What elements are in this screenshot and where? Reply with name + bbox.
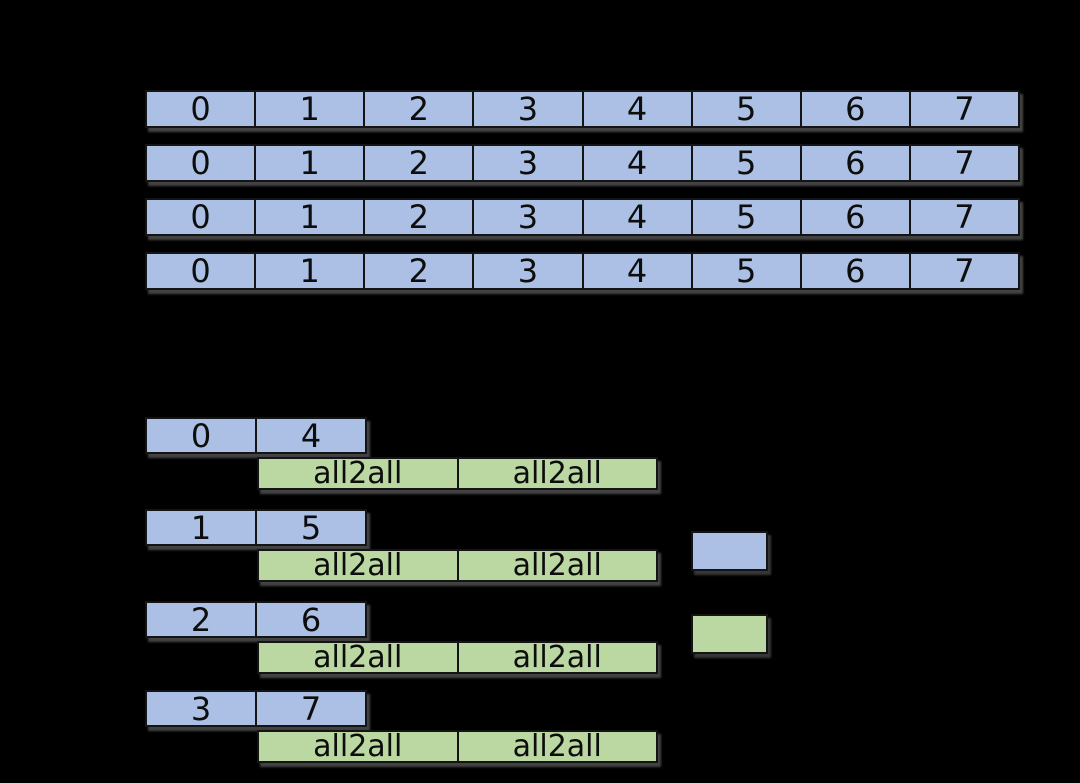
pair-cell-0: 0 <box>147 419 257 452</box>
all2all-segment-1: all2all <box>458 550 656 580</box>
all2all-segment-1: all2all <box>458 642 656 672</box>
rank-cell-6: 6 <box>801 200 911 234</box>
all2all-segment-0: all2all <box>259 550 459 580</box>
rank-cell-1: 1 <box>256 92 366 126</box>
rank-cell-7: 7 <box>910 92 1018 126</box>
rank-cell-2: 2 <box>365 92 475 126</box>
rank-cell-0: 0 <box>147 200 257 234</box>
rank-cell-3: 3 <box>474 146 584 180</box>
pair-cell-1: 4 <box>257 419 365 452</box>
rank-cell-1: 1 <box>256 200 366 234</box>
rank-cell-2: 2 <box>365 254 475 288</box>
pair-cell-1: 6 <box>257 603 365 636</box>
all2all-segment-0: all2all <box>259 642 459 672</box>
rank-cell-4: 4 <box>583 92 693 126</box>
rank-cell-6: 6 <box>801 146 911 180</box>
rank-cell-7: 7 <box>910 254 1018 288</box>
pair-cell-1: 7 <box>257 692 365 725</box>
all2all-segment-1: all2all <box>458 731 656 761</box>
rank-cell-5: 5 <box>692 200 802 234</box>
pair-cell-0: 3 <box>147 692 257 725</box>
all2all-segment-0: all2all <box>259 458 459 488</box>
rank-cell-1: 1 <box>256 254 366 288</box>
rank-cell-6: 6 <box>801 254 911 288</box>
rank-cell-2: 2 <box>365 146 475 180</box>
rank-cell-4: 4 <box>583 254 693 288</box>
rank-cell-1: 1 <box>256 146 366 180</box>
rank-cell-7: 7 <box>910 146 1018 180</box>
rank-cell-2: 2 <box>365 200 475 234</box>
pair-cell-0: 1 <box>147 511 257 544</box>
rank-cell-4: 4 <box>583 200 693 234</box>
rank-cell-3: 3 <box>474 92 584 126</box>
rank-cell-4: 4 <box>583 146 693 180</box>
all2all-segment-1: all2all <box>458 458 656 488</box>
rank-cell-5: 5 <box>692 146 802 180</box>
rank-cell-3: 3 <box>474 254 584 288</box>
legend-green-swatch <box>691 614 768 654</box>
all2all-segment-0: all2all <box>259 731 459 761</box>
rank-cell-3: 3 <box>474 200 584 234</box>
rank-cell-7: 7 <box>910 200 1018 234</box>
rank-cell-6: 6 <box>801 92 911 126</box>
pair-cell-1: 5 <box>257 511 365 544</box>
rank-cell-5: 5 <box>692 254 802 288</box>
rank-cell-5: 5 <box>692 92 802 126</box>
pair-cell-0: 2 <box>147 603 257 636</box>
rank-cell-0: 0 <box>147 146 257 180</box>
rank-cell-0: 0 <box>147 92 257 126</box>
legend-blue-swatch <box>691 531 768 571</box>
rank-cell-0: 0 <box>147 254 257 288</box>
